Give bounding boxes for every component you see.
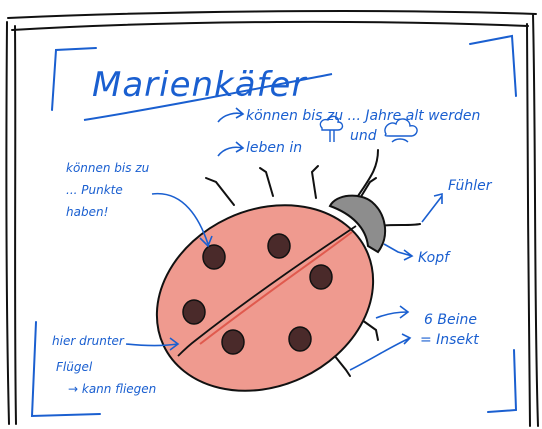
label-head-text: Kopf <box>418 250 451 266</box>
spot <box>183 300 205 324</box>
label-points: können bis zu ... Punkte haben! <box>66 161 212 246</box>
label-wings-line1: hier drunter <box>52 334 125 348</box>
fact-habitat-connector: und <box>350 128 377 144</box>
label-points-line3: haben! <box>66 205 108 219</box>
fact-habitat-text: leben in <box>246 140 302 156</box>
label-antenna-arrow <box>422 194 442 222</box>
fact-arrow <box>218 142 243 156</box>
label-head: Kopf <box>384 244 451 266</box>
label-legs-arrow-top <box>376 306 408 318</box>
fact-arrow <box>218 108 243 122</box>
label-legs-line2: = Insekt <box>420 332 479 348</box>
spot <box>222 330 244 354</box>
spot <box>289 327 311 351</box>
label-wings-line2: Flügel <box>56 360 93 374</box>
fact-lifespan: können bis zu ... Jahre alt werden <box>218 108 480 124</box>
spot <box>203 245 225 269</box>
spot <box>268 234 290 258</box>
fact-lifespan-text: können bis zu ... Jahre alt werden <box>246 108 480 124</box>
label-wings: hier drunter Flügel → kann fliegen <box>52 334 178 396</box>
label-wings-line3: → kann fliegen <box>68 382 156 396</box>
label-legs-arrow-bottom <box>350 334 410 370</box>
label-points-line1: können bis zu <box>66 161 150 175</box>
label-points-line2: ... Punkte <box>66 183 123 197</box>
label-head-arrow <box>384 244 412 260</box>
label-legs-line1: 6 Beine <box>424 312 477 328</box>
label-antenna-text: Fühler <box>448 178 493 194</box>
spot <box>310 265 332 289</box>
label-legs: 6 Beine = Insekt <box>350 306 479 370</box>
label-antenna: Fühler <box>422 178 493 222</box>
